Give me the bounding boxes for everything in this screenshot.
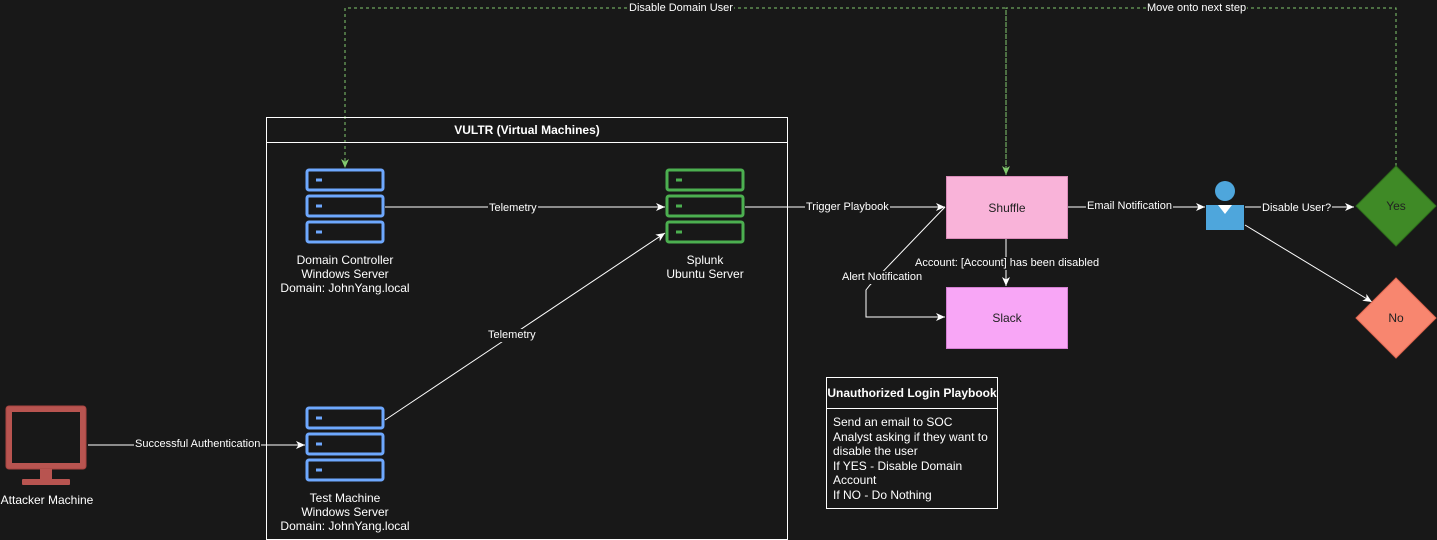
- playbook-body: Send an email to SOC Analyst asking if t…: [833, 415, 988, 502]
- splunk-name: Splunk: [686, 253, 724, 267]
- server-icon: [665, 168, 745, 244]
- server-icon: [305, 406, 385, 482]
- domain-controller-domain: Domain: JohnYang.local: [280, 281, 410, 295]
- edge-telemetry-test: [384, 232, 666, 421]
- domain-controller-os: Windows Server: [301, 267, 389, 281]
- edge-label-alert-notification: Alert Notification: [841, 271, 924, 284]
- playbook-title: Unauthorized Login Playbook: [827, 378, 997, 409]
- splunk-label: Splunk Ubuntu Server: [625, 253, 785, 281]
- edge-alert-notification: [865, 206, 946, 321]
- user-icon: [1206, 181, 1244, 230]
- no-diamond: [1355, 277, 1437, 359]
- splunk-os: Ubuntu Server: [666, 267, 744, 281]
- yes-label: Yes: [1386, 199, 1406, 213]
- edge-label-disable-domain-user: Disable Domain User: [628, 2, 734, 15]
- vultr-container-title: VULTR (Virtual Machines): [267, 118, 787, 143]
- edge-label-telemetry-dc: Telemetry: [488, 202, 538, 215]
- edge-label-telemetry-test: Telemetry: [487, 329, 537, 342]
- monitor-icon: [5, 405, 87, 485]
- test-machine-name: Test Machine: [309, 491, 381, 505]
- slack-node: Slack: [946, 287, 1068, 349]
- no-label: No: [1388, 311, 1404, 325]
- edge-label-disable-user: Disable User?: [1261, 202, 1333, 215]
- test-machine-domain: Domain: JohnYang.local: [280, 519, 410, 533]
- edge-to-no: [1244, 224, 1373, 303]
- domain-controller-name: Domain Controller: [296, 253, 394, 267]
- test-machine-label: Test Machine Windows Server Domain: John…: [265, 491, 425, 533]
- edge-move-next-step: [1002, 7, 1397, 175]
- server-icon: [305, 168, 385, 244]
- test-machine-os: Windows Server: [301, 505, 389, 519]
- shuffle-node: Shuffle: [946, 176, 1068, 239]
- domain-controller-label: Domain Controller Windows Server Domain:…: [265, 253, 425, 295]
- edge-label-move-next-step: Move onto next step: [1146, 2, 1248, 15]
- attacker-label: Attacker Machine: [0, 493, 94, 507]
- edge-label-email-notification: Email Notification: [1086, 200, 1173, 213]
- playbook-box: Unauthorized Login Playbook Send an emai…: [826, 377, 998, 509]
- edge-label-successful-authentication: Successful Authentication: [134, 438, 262, 451]
- edge-label-trigger-playbook: Trigger Playbook: [805, 201, 890, 214]
- edge-label-account-disabled: Account: [Account] has been disabled: [914, 257, 1101, 270]
- edge-disable-domain-user: [341, 7, 1007, 175]
- yes-diamond: [1355, 165, 1437, 247]
